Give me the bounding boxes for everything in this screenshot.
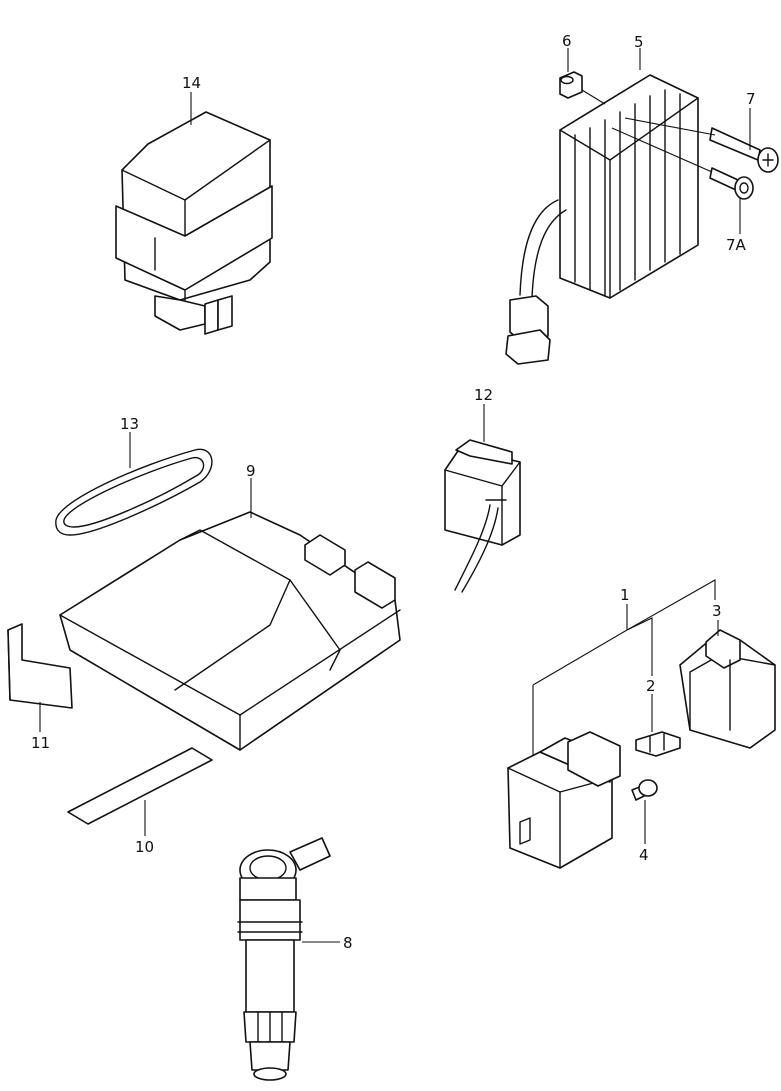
part-4-screw xyxy=(631,779,658,801)
callout-11: 11 xyxy=(31,734,50,752)
callout-10: 10 xyxy=(135,838,154,856)
callout-9: 9 xyxy=(246,462,256,480)
part-12-relay xyxy=(444,439,521,593)
callout-14: 14 xyxy=(182,74,201,92)
part-8-ignition-coil xyxy=(237,837,331,1081)
part-7-bolt xyxy=(624,108,779,173)
part-2-fuse xyxy=(635,731,681,757)
part-9-ecm xyxy=(59,511,401,751)
callout-12: 12 xyxy=(474,386,493,404)
part-11-bracket xyxy=(7,623,73,709)
part-6-collar xyxy=(559,71,606,105)
part-3-cover xyxy=(679,629,776,749)
callout-5: 5 xyxy=(634,33,644,51)
callout-3: 3 xyxy=(712,602,722,620)
callout-2: 2 xyxy=(646,677,656,695)
callout-13: 13 xyxy=(120,415,139,433)
callout-1: 1 xyxy=(620,586,630,604)
part-10-pad xyxy=(67,747,213,825)
callout-8: 8 xyxy=(343,934,353,952)
part-1-fuse-box xyxy=(507,731,621,869)
part-14-relay-box xyxy=(115,111,273,335)
callout-7: 7 xyxy=(746,90,756,108)
part-13-seal-ring xyxy=(55,448,213,536)
part-5-regulator xyxy=(505,74,699,365)
callout-6: 6 xyxy=(562,32,572,50)
callout-7a: 7A xyxy=(726,236,747,254)
part-7a-bolt xyxy=(611,127,754,234)
callout-4: 4 xyxy=(639,846,649,864)
